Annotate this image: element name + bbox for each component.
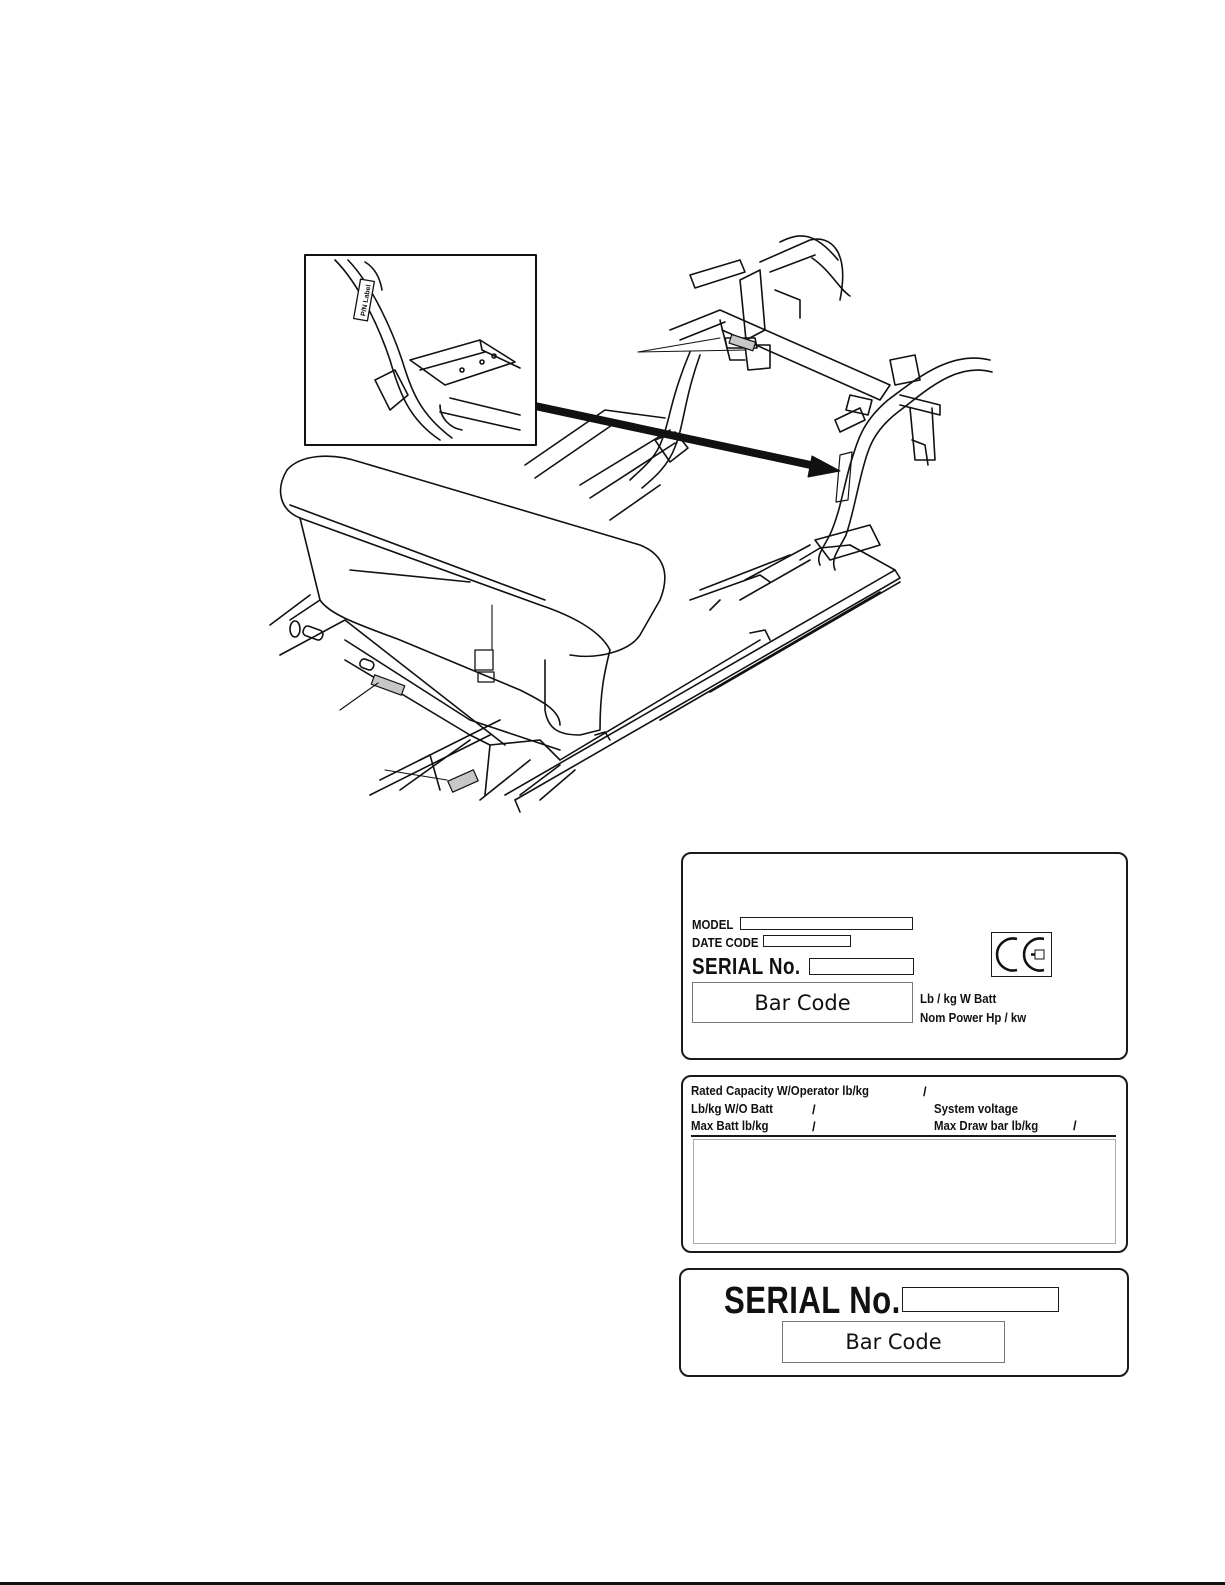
max-battery-label: Max Batt lb/kg <box>691 1119 769 1132</box>
max-battery-slash: / <box>812 1119 816 1134</box>
max-drawbar-slash: / <box>1073 1118 1077 1133</box>
data-plate-capacity: Rated Capacity W/Operator lb/kg / Lb/kg … <box>681 1075 1128 1253</box>
weight-without-battery-slash: / <box>812 1102 816 1117</box>
weight-with-battery-label: Lb / kg W Batt <box>920 992 996 1005</box>
nominal-power-label: Nom Power Hp / kw <box>920 1011 1026 1024</box>
max-drawbar-label: Max Draw bar lb/kg <box>934 1119 1038 1132</box>
serial-label: SERIAL No. <box>692 955 801 978</box>
data-plate-main: MODEL DATE CODE SERIAL No. Bar Code Lb /… <box>681 852 1128 1060</box>
system-voltage-label: System voltage <box>934 1102 1018 1115</box>
rated-capacity-label: Rated Capacity W/Operator lb/kg <box>691 1084 869 1097</box>
weight-without-battery-label: Lb/kg W/O Batt <box>691 1102 773 1115</box>
callout-arrow <box>535 406 840 477</box>
date-code-field <box>763 935 851 947</box>
ce-mark <box>991 932 1052 977</box>
rated-capacity-slash: / <box>923 1084 927 1099</box>
info-box <box>693 1139 1116 1244</box>
serial-field-large <box>902 1287 1059 1312</box>
date-code-label: DATE CODE <box>692 936 759 949</box>
frame-side-rail <box>505 545 900 812</box>
vehicle-frame-drawing: P/N Label <box>0 0 1225 840</box>
ce-mark-icon <box>992 933 1051 976</box>
serial-label-large: SERIAL No. <box>724 1282 901 1320</box>
cross-members <box>525 410 810 640</box>
right-seat-support <box>815 358 992 570</box>
serial-plate: SERIAL No. Bar Code <box>679 1268 1129 1377</box>
plate-divider <box>691 1135 1116 1137</box>
seat-box <box>281 456 665 735</box>
frame-left-rail <box>270 595 575 800</box>
floor-edge <box>560 640 760 760</box>
model-field <box>740 917 913 930</box>
serial-field <box>809 958 914 975</box>
barcode-box-large: Bar Code <box>782 1321 1005 1363</box>
inset-detail <box>305 255 536 445</box>
barcode-box: Bar Code <box>692 982 913 1023</box>
model-label: MODEL <box>692 918 733 931</box>
left-seat-support <box>630 352 700 488</box>
